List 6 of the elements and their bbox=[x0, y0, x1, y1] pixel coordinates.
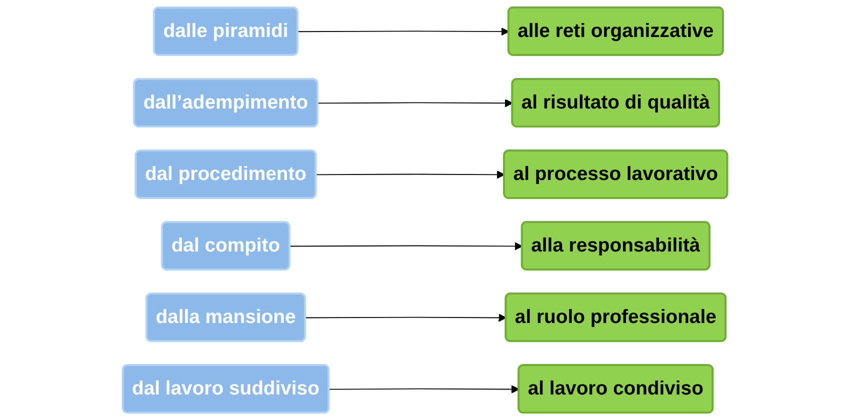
arrow bbox=[316, 170, 505, 179]
arrow bbox=[304, 314, 507, 322]
arrow bbox=[328, 385, 520, 394]
arrow bbox=[297, 28, 510, 36]
arrow bbox=[317, 99, 513, 108]
arrow bbox=[289, 242, 523, 250]
